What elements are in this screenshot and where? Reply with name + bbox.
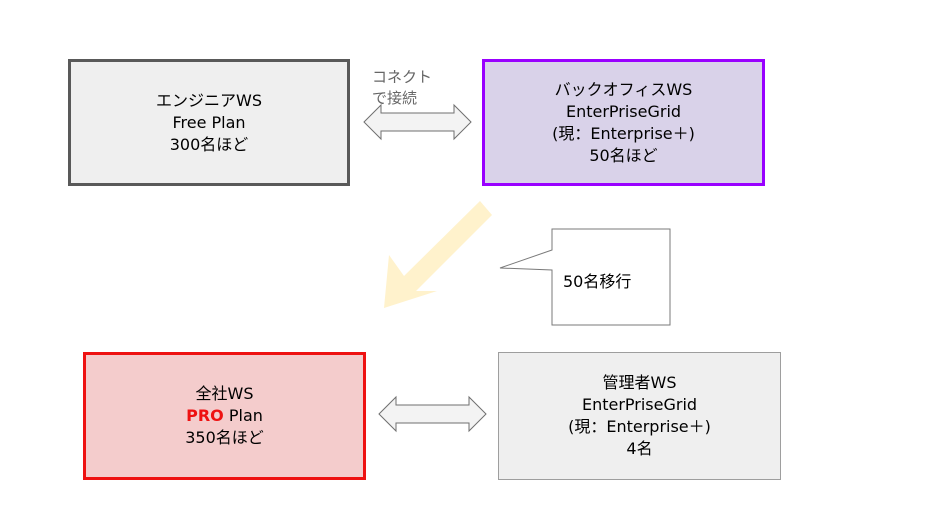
migration-callout-text: 50名移行 — [563, 272, 632, 291]
admin-ws-current-plan: (現：Enterprise＋) — [568, 417, 711, 436]
all-company-ws-box: 全社WS PRO Plan 350名ほど — [83, 352, 366, 480]
all-company-ws-members: 350名ほど — [185, 428, 264, 447]
plan-suffix: Plan — [223, 406, 263, 425]
bottom-double-arrow — [378, 395, 487, 433]
backoffice-ws-current-plan: (現：Enterprise＋) — [552, 123, 695, 143]
engineer-ws-title: エンジニアWS — [156, 90, 262, 110]
all-company-ws-plan: PRO Plan — [186, 405, 263, 427]
top-connect-double-arrow — [363, 103, 472, 141]
pro-highlight: PRO — [186, 406, 224, 425]
admin-ws-title: 管理者WS — [602, 373, 677, 392]
admin-ws-members: 4名 — [626, 439, 653, 458]
all-company-ws-title: 全社WS — [195, 384, 254, 403]
backoffice-ws-plan: EnterPriseGrid — [565, 101, 682, 121]
backoffice-ws-title: バックオフィスWS — [554, 79, 693, 99]
connect-label-line1: コネクト — [372, 68, 433, 86]
admin-ws-plan: EnterPriseGrid — [581, 395, 698, 414]
migration-arrow — [384, 201, 492, 308]
engineer-ws-members: 300名ほど — [169, 134, 249, 154]
migration-callout-shape — [499, 228, 671, 326]
connect-label-line2: で接続 — [372, 89, 418, 107]
admin-ws-box: 管理者WS EnterPriseGrid (現：Enterprise＋) 4名 — [498, 352, 781, 480]
engineer-ws-box: エンジニアWS Free Plan 300名ほど — [68, 59, 350, 186]
backoffice-ws-box: バックオフィスWS EnterPriseGrid (現：Enterprise＋)… — [482, 59, 765, 186]
backoffice-ws-members: 50名ほど — [589, 145, 658, 165]
engineer-ws-plan: Free Plan — [172, 112, 246, 132]
